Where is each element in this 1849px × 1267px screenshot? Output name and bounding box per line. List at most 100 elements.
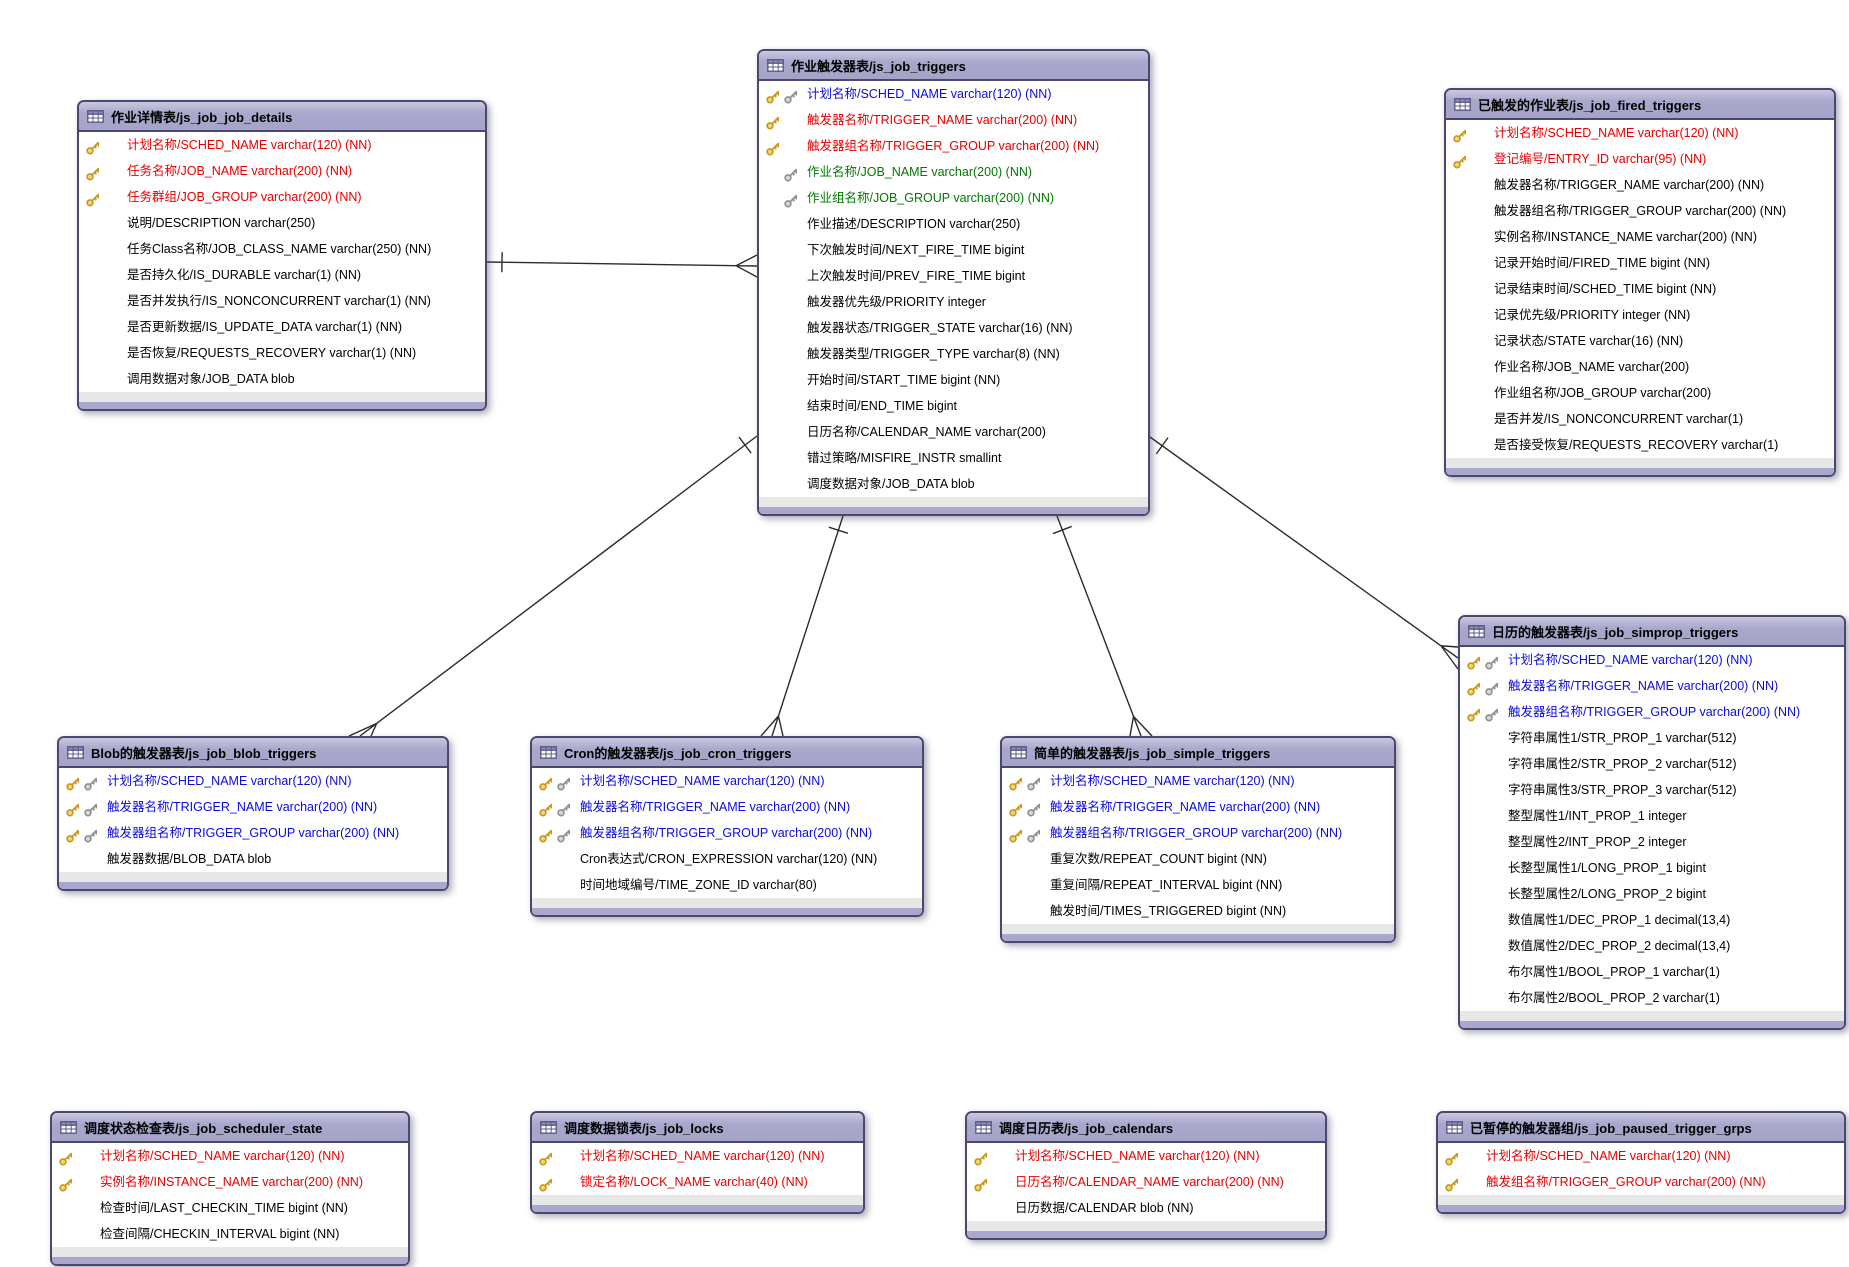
column-row[interactable]: 计划名称/SCHED_NAME varchar(120) (NN) bbox=[52, 1143, 408, 1169]
column-row[interactable]: 计划名称/SCHED_NAME varchar(120) (NN) bbox=[967, 1143, 1325, 1169]
column-row[interactable]: 任务Class名称/JOB_CLASS_NAME varchar(250) (N… bbox=[79, 236, 485, 262]
relation-line-js_job_triggers-to-js_job_simple_triggers[interactable] bbox=[1052, 515, 1153, 737]
column-row[interactable]: 检查时间/LAST_CHECKIN_TIME bigint (NN) bbox=[52, 1195, 408, 1221]
column-row[interactable]: 记录优先级/PRIORITY integer (NN) bbox=[1446, 302, 1834, 328]
table-header[interactable]: 调度数据锁表/js_job_locks bbox=[532, 1113, 863, 1143]
column-row[interactable]: 布尔属性1/BOOL_PROP_1 varchar(1) bbox=[1460, 959, 1844, 985]
column-row[interactable]: 触发器组名称/TRIGGER_GROUP varchar(200) (NN) bbox=[1002, 820, 1394, 846]
column-row[interactable]: 触发器状态/TRIGGER_STATE varchar(16) (NN) bbox=[759, 315, 1148, 341]
column-row[interactable]: 日历名称/CALENDAR_NAME varchar(200) (NN) bbox=[967, 1169, 1325, 1195]
column-row[interactable]: 检查间隔/CHECKIN_INTERVAL bigint (NN) bbox=[52, 1221, 408, 1247]
column-row[interactable]: 锁定名称/LOCK_NAME varchar(40) (NN) bbox=[532, 1169, 863, 1195]
column-row[interactable]: 计划名称/SCHED_NAME varchar(120) (NN) bbox=[59, 768, 447, 794]
column-row[interactable]: 计划名称/SCHED_NAME varchar(120) (NN) bbox=[759, 81, 1148, 107]
column-row[interactable]: 是否持久化/IS_DURABLE varchar(1) (NN) bbox=[79, 262, 485, 288]
column-row[interactable]: 登记编号/ENTRY_ID varchar(95) (NN) bbox=[1446, 146, 1834, 172]
table-header[interactable]: 简单的触发器表/js_job_simple_triggers bbox=[1002, 738, 1394, 768]
column-row[interactable]: 上次触发时间/PREV_FIRE_TIME bigint bbox=[759, 263, 1148, 289]
column-row[interactable]: 计划名称/SCHED_NAME varchar(120) (NN) bbox=[1438, 1143, 1844, 1169]
column-row[interactable]: 记录状态/STATE varchar(16) (NN) bbox=[1446, 328, 1834, 354]
column-row[interactable]: 计划名称/SCHED_NAME varchar(120) (NN) bbox=[1460, 647, 1844, 673]
column-row[interactable]: 布尔属性2/BOOL_PROP_2 varchar(1) bbox=[1460, 985, 1844, 1011]
column-row[interactable]: 触发器组名称/TRIGGER_GROUP varchar(200) (NN) bbox=[1446, 198, 1834, 224]
column-row[interactable]: 重复次数/REPEAT_COUNT bigint (NN) bbox=[1002, 846, 1394, 872]
column-row[interactable]: 触发器名称/TRIGGER_NAME varchar(200) (NN) bbox=[1446, 172, 1834, 198]
column-row[interactable]: 下次触发时间/NEXT_FIRE_TIME bigint bbox=[759, 237, 1148, 263]
column-row[interactable]: 是否并发执行/IS_NONCONCURRENT varchar(1) (NN) bbox=[79, 288, 485, 314]
table-header[interactable]: 调度状态检查表/js_job_scheduler_state bbox=[52, 1113, 408, 1143]
column-row[interactable]: 触发组名称/TRIGGER_GROUP varchar(200) (NN) bbox=[1438, 1169, 1844, 1195]
table-header[interactable]: 已触发的作业表/js_job_fired_triggers bbox=[1446, 90, 1834, 120]
column-row[interactable]: 说明/DESCRIPTION varchar(250) bbox=[79, 210, 485, 236]
column-row[interactable]: 长整型属性2/LONG_PROP_2 bigint bbox=[1460, 881, 1844, 907]
relation-line-js_job_job_details-to-js_job_triggers[interactable] bbox=[486, 252, 758, 278]
column-row[interactable]: 整型属性1/INT_PROP_1 integer bbox=[1460, 803, 1844, 829]
column-row[interactable]: 是否接受恢复/REQUESTS_RECOVERY varchar(1) bbox=[1446, 432, 1834, 458]
column-row[interactable]: 是否更新数据/IS_UPDATE_DATA varchar(1) (NN) bbox=[79, 314, 485, 340]
column-row[interactable]: 触发器优先级/PRIORITY integer bbox=[759, 289, 1148, 315]
column-row[interactable]: 调用数据对象/JOB_DATA blob bbox=[79, 366, 485, 392]
relation-line-js_job_triggers-to-js_job_simprop_triggers[interactable] bbox=[1149, 436, 1459, 670]
column-row[interactable]: 计划名称/SCHED_NAME varchar(120) (NN) bbox=[532, 1143, 863, 1169]
column-row[interactable]: 整型属性2/INT_PROP_2 integer bbox=[1460, 829, 1844, 855]
column-row[interactable]: 日历数据/CALENDAR blob (NN) bbox=[967, 1195, 1325, 1221]
column-row[interactable]: 触发器名称/TRIGGER_NAME varchar(200) (NN) bbox=[759, 107, 1148, 133]
column-row[interactable]: 作业组名称/JOB_GROUP varchar(200) (NN) bbox=[759, 185, 1148, 211]
relation-line-js_job_triggers-to-js_job_blob_triggers[interactable] bbox=[348, 435, 758, 737]
column-row[interactable]: 触发器组名称/TRIGGER_GROUP varchar(200) (NN) bbox=[59, 820, 447, 846]
column-row[interactable]: 记录开始时间/FIRED_TIME bigint (NN) bbox=[1446, 250, 1834, 276]
column-row[interactable]: 实例名称/INSTANCE_NAME varchar(200) (NN) bbox=[1446, 224, 1834, 250]
column-row[interactable]: 任务群组/JOB_GROUP varchar(200) (NN) bbox=[79, 184, 485, 210]
column-row[interactable]: 触发器组名称/TRIGGER_GROUP varchar(200) (NN) bbox=[1460, 699, 1844, 725]
column-row[interactable]: 实例名称/INSTANCE_NAME varchar(200) (NN) bbox=[52, 1169, 408, 1195]
column-row[interactable]: 作业组名称/JOB_GROUP varchar(200) bbox=[1446, 380, 1834, 406]
column-row[interactable]: 计划名称/SCHED_NAME varchar(120) (NN) bbox=[532, 768, 922, 794]
table-header[interactable]: 作业详情表/js_job_job_details bbox=[79, 102, 485, 132]
table-header[interactable]: Cron的触发器表/js_job_cron_triggers bbox=[532, 738, 922, 768]
column-row[interactable]: 触发器组名称/TRIGGER_GROUP varchar(200) (NN) bbox=[532, 820, 922, 846]
column-row[interactable]: 日历名称/CALENDAR_NAME varchar(200) bbox=[759, 419, 1148, 445]
column-row[interactable]: 长整型属性1/LONG_PROP_1 bigint bbox=[1460, 855, 1844, 881]
column-row[interactable]: 触发器名称/TRIGGER_NAME varchar(200) (NN) bbox=[59, 794, 447, 820]
column-row[interactable]: 调度数据对象/JOB_DATA blob bbox=[759, 471, 1148, 497]
column-row[interactable]: 触发器数据/BLOB_DATA blob bbox=[59, 846, 447, 872]
column-row[interactable]: 触发时间/TIMES_TRIGGERED bigint (NN) bbox=[1002, 898, 1394, 924]
column-row[interactable]: 开始时间/START_TIME bigint (NN) bbox=[759, 367, 1148, 393]
column-row[interactable]: 记录结束时间/SCHED_TIME bigint (NN) bbox=[1446, 276, 1834, 302]
column-row[interactable]: 数值属性2/DEC_PROP_2 decimal(13,4) bbox=[1460, 933, 1844, 959]
column-row[interactable]: 计划名称/SCHED_NAME varchar(120) (NN) bbox=[1002, 768, 1394, 794]
table-header[interactable]: 调度日历表/js_job_calendars bbox=[967, 1113, 1325, 1143]
column-row[interactable]: 数值属性1/DEC_PROP_1 decimal(13,4) bbox=[1460, 907, 1844, 933]
column-row[interactable]: 作业名称/JOB_NAME varchar(200) bbox=[1446, 354, 1834, 380]
table-header[interactable]: 已暂停的触发器组/js_job_paused_trigger_grps bbox=[1438, 1113, 1844, 1143]
column-row[interactable]: 字符串属性1/STR_PROP_1 varchar(512) bbox=[1460, 725, 1844, 751]
column-row[interactable]: 时间地域编号/TIME_ZONE_ID varchar(80) bbox=[532, 872, 922, 898]
column-row[interactable]: 计划名称/SCHED_NAME varchar(120) (NN) bbox=[1446, 120, 1834, 146]
column-row[interactable]: 触发器名称/TRIGGER_NAME varchar(200) (NN) bbox=[1002, 794, 1394, 820]
column-row[interactable]: 是否并发/IS_NONCONCURRENT varchar(1) bbox=[1446, 406, 1834, 432]
column-row[interactable]: 触发器组名称/TRIGGER_GROUP varchar(200) (NN) bbox=[759, 133, 1148, 159]
column-row[interactable]: 作业描述/DESCRIPTION varchar(250) bbox=[759, 211, 1148, 237]
table-header[interactable]: 作业触发器表/js_job_triggers bbox=[759, 51, 1148, 81]
column-row[interactable]: 触发器类型/TRIGGER_TYPE varchar(8) (NN) bbox=[759, 341, 1148, 367]
column-row[interactable]: Cron表达式/CRON_EXPRESSION varchar(120) (NN… bbox=[532, 846, 922, 872]
relation-line-js_job_triggers-to-js_job_cron_triggers[interactable] bbox=[760, 515, 849, 737]
column-row[interactable]: 结束时间/END_TIME bigint bbox=[759, 393, 1148, 419]
column-row[interactable]: 计划名称/SCHED_NAME varchar(120) (NN) bbox=[79, 132, 485, 158]
table-header[interactable]: Blob的触发器表/js_job_blob_triggers bbox=[59, 738, 447, 768]
column-row[interactable]: 是否恢复/REQUESTS_RECOVERY varchar(1) (NN) bbox=[79, 340, 485, 366]
column-row[interactable]: 触发器名称/TRIGGER_NAME varchar(200) (NN) bbox=[1460, 673, 1844, 699]
column-row[interactable]: 触发器名称/TRIGGER_NAME varchar(200) (NN) bbox=[532, 794, 922, 820]
column-row[interactable]: 重复间隔/REPEAT_INTERVAL bigint (NN) bbox=[1002, 872, 1394, 898]
